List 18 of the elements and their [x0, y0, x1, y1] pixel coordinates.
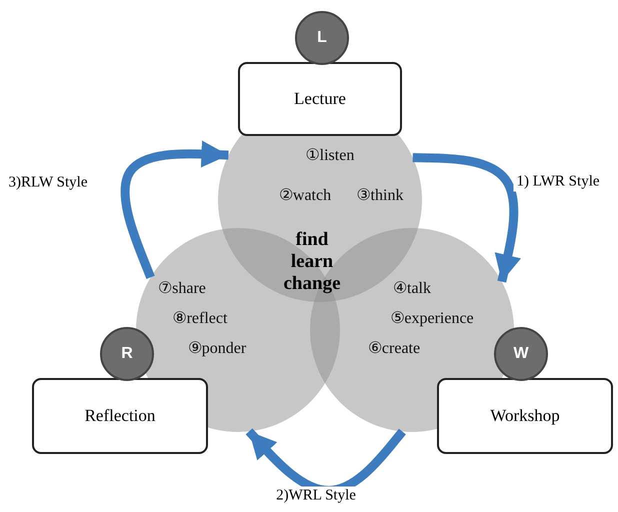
action-text: ⑨ponder — [188, 339, 246, 358]
stage-box: Workshop — [437, 378, 613, 454]
action-text: ①listen — [306, 146, 354, 165]
action-text: ⑤experience — [390, 309, 474, 328]
center-text: find learn change — [284, 229, 340, 295]
stage-box: Lecture — [238, 62, 402, 136]
action-text: ⑧reflect — [172, 309, 228, 328]
curved-arrow — [120, 140, 229, 280]
stage-box: Reflection — [32, 378, 208, 454]
letter-badge: W — [494, 327, 548, 381]
action-text: ②watch — [278, 186, 332, 205]
letter-badge: R — [100, 327, 154, 381]
action-text: ⑦share — [158, 279, 206, 298]
action-text: ⑥create — [368, 339, 420, 358]
letter-badge: L — [295, 11, 349, 65]
action-text: ④talk — [393, 279, 431, 298]
curved-arrow — [412, 153, 522, 283]
action-text: ③think — [356, 186, 404, 205]
